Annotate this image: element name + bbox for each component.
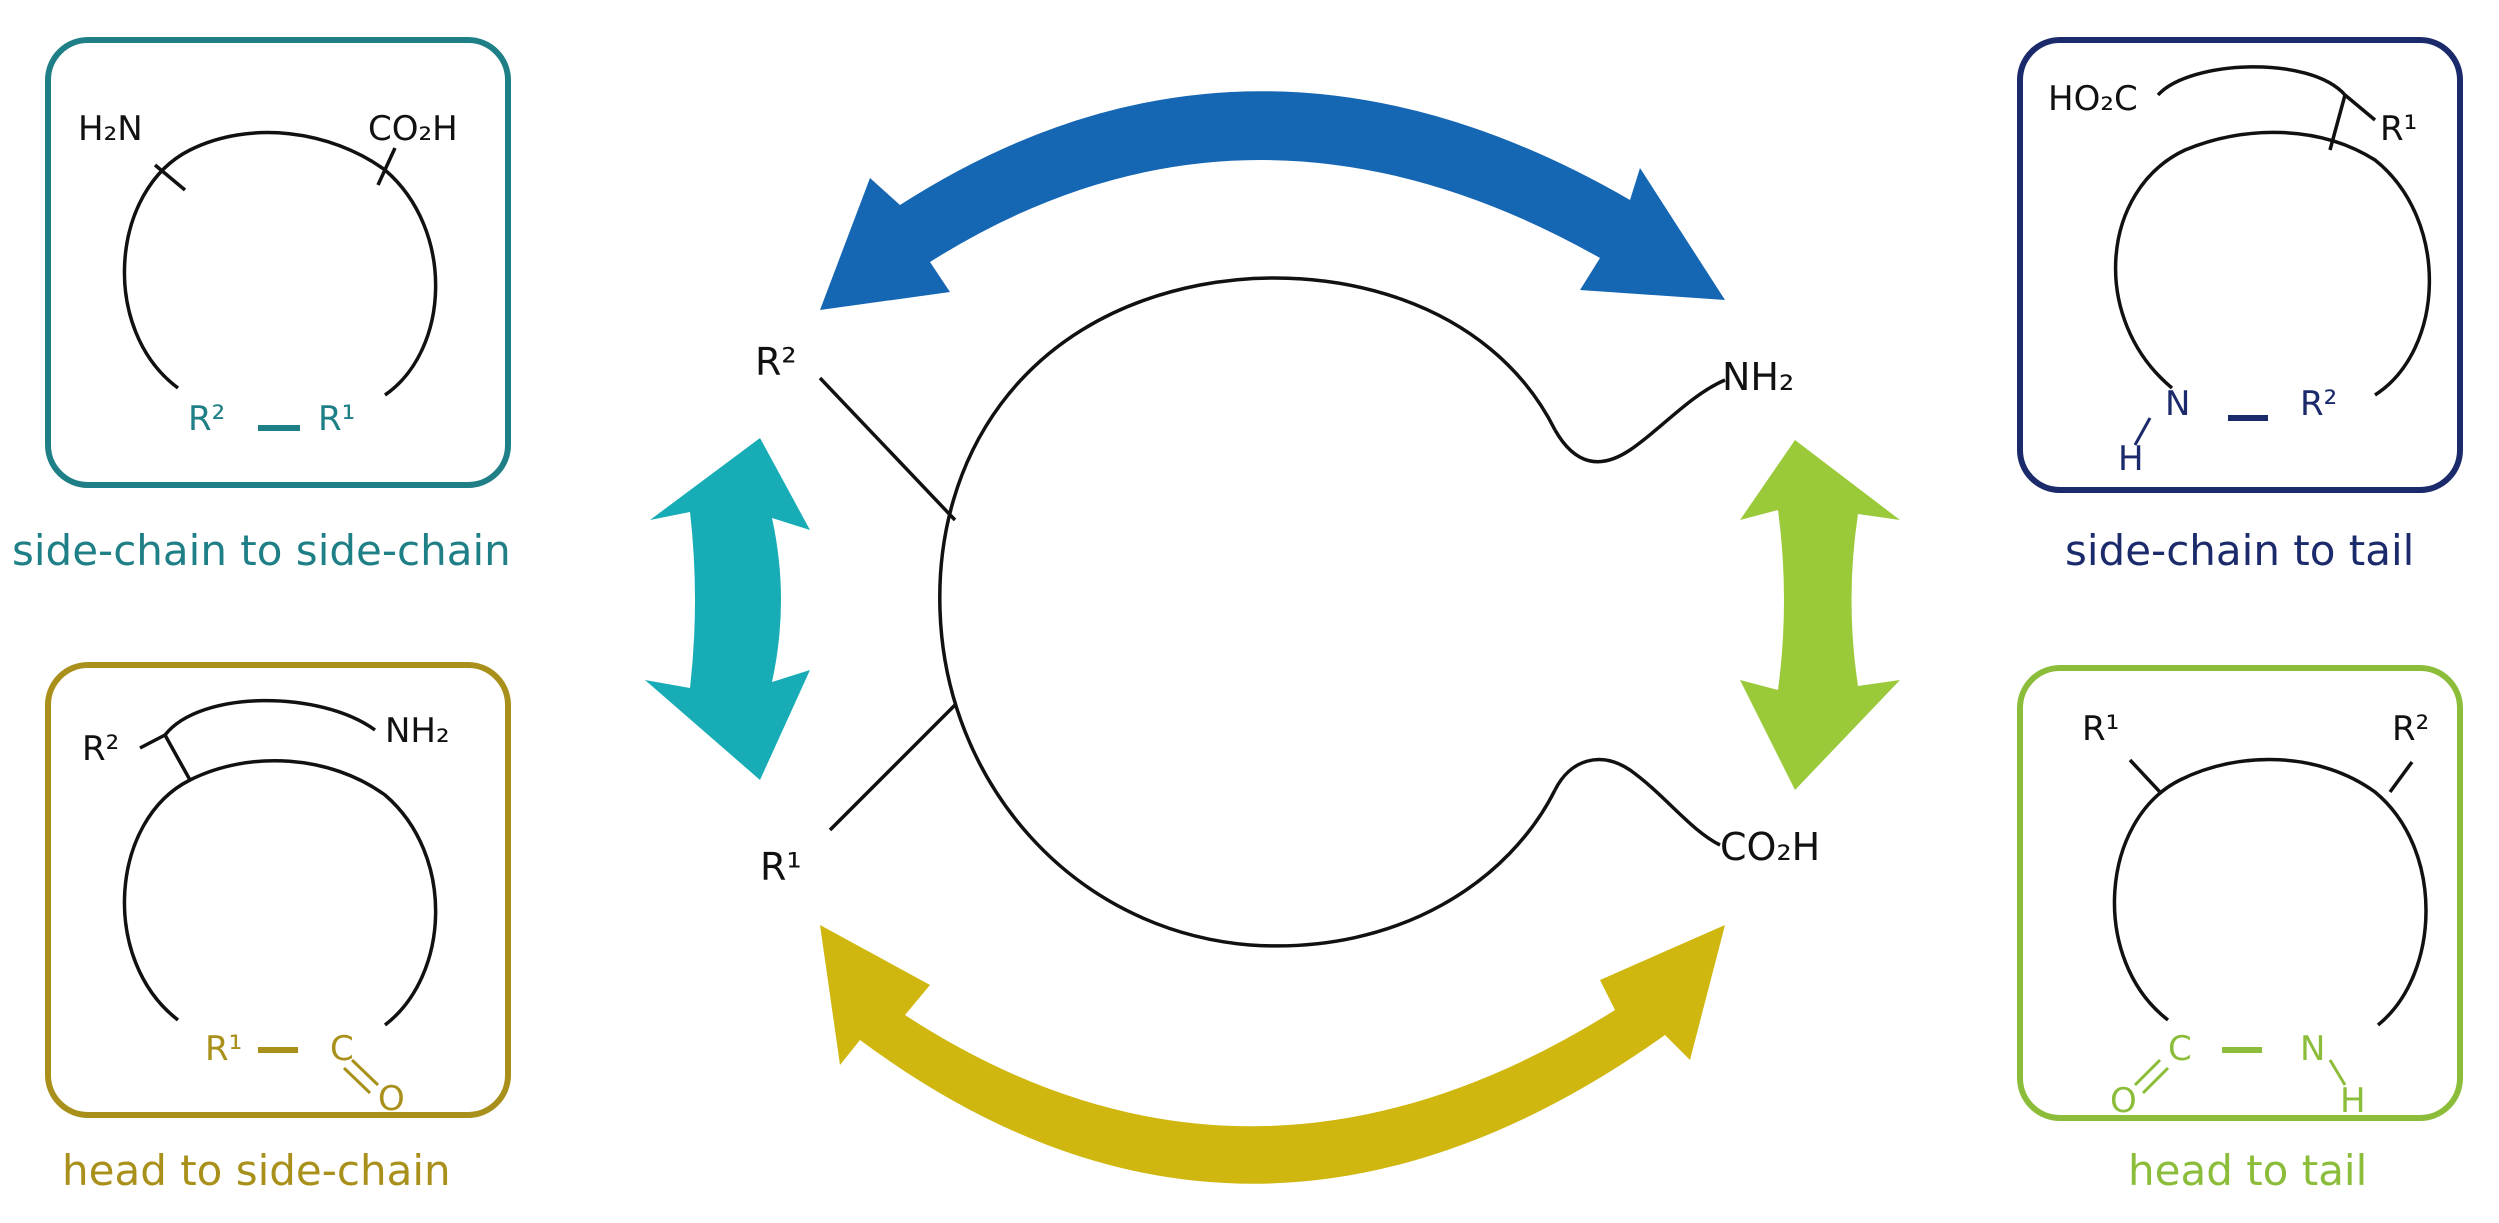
panel-side-chain-to-side-chain: H₂N CO₂H R² R¹ side-chain to side-chain: [12, 37, 511, 575]
side-chain-to-tail-arrow: [820, 91, 1725, 310]
panel-side-chain-to-tail: HO₂C R¹ N H R² side-chain to tail: [2017, 37, 2463, 575]
panel-frame: [45, 662, 511, 1118]
panel-frame: [45, 37, 511, 488]
n-label: N: [2300, 1029, 2325, 1069]
r1-bond: [2343, 93, 2377, 122]
ring-arc: [2112, 757, 2428, 1027]
ring-arc: [938, 276, 1557, 948]
co2h-bond: [376, 147, 397, 186]
center-nh2-label: NH₂: [1722, 355, 1794, 399]
co2h-label: CO₂H: [368, 109, 458, 149]
panel-caption: side-chain to side-chain: [12, 526, 511, 575]
r2-branch-bond: [163, 734, 192, 781]
r1-label: R¹: [2380, 109, 2417, 149]
r1-label: R¹: [205, 1029, 242, 1069]
nh2-tail-bond: [1553, 378, 1726, 464]
o-label: O: [2110, 1081, 2137, 1121]
r2-bond: [2388, 760, 2414, 794]
side-chain-loop: [163, 698, 377, 737]
panel-caption: head to tail: [2128, 1146, 2367, 1195]
panel-head-to-tail: R¹ R² C O N H head to tail: [2017, 665, 2463, 1195]
r2-label: R²: [2300, 384, 2337, 424]
r1-label: R¹: [2082, 709, 2119, 749]
panel-frame: [2017, 37, 2463, 493]
r1-label: R¹: [318, 399, 355, 439]
r2-label: R²: [2392, 709, 2429, 749]
co2h-tail-bond: [1553, 757, 1721, 847]
ho2c-label: HO₂C: [2048, 79, 2138, 119]
ring-arc: [2113, 130, 2432, 397]
c-o-double-bond-2: [342, 1066, 372, 1095]
r1-bond: [828, 703, 957, 832]
panel-caption: side-chain to tail: [2065, 526, 2414, 575]
nh2-label: NH₂: [385, 711, 450, 751]
panel-caption: head to side-chain: [62, 1146, 451, 1195]
head-to-tail-arrow: [1740, 440, 1900, 790]
n-h-bond: [2328, 1059, 2347, 1086]
h-label: H: [2340, 1081, 2366, 1121]
r2-label: R²: [82, 729, 119, 769]
h2n-label: H₂N: [78, 109, 143, 149]
panel-frame: [2017, 665, 2463, 1121]
h2n-bond: [153, 163, 187, 192]
central-peptide-structure: [818, 276, 1726, 948]
c-o-double-bond-1: [2133, 1058, 2162, 1087]
center-r1-label: R¹: [760, 845, 802, 889]
head-to-side-chain-arrow: [820, 925, 1725, 1184]
side-chain-to-side-chain-arrow: [645, 438, 810, 780]
panel-head-to-side-chain: R² NH₂ R¹ C O head to side-chain: [45, 662, 511, 1195]
center-r2-label: R²: [755, 340, 797, 384]
c-o-double-bond-1: [350, 1058, 380, 1087]
n-h-bond: [2133, 417, 2152, 446]
side-chain-loop: [2156, 65, 2347, 97]
c-o-double-bond-2: [2141, 1066, 2170, 1095]
r1-bond: [2128, 758, 2162, 794]
h-label: H: [2118, 439, 2144, 479]
r2-bond: [139, 733, 166, 750]
c-label: C: [330, 1029, 354, 1069]
r2-bond: [818, 376, 957, 522]
o-label: O: [378, 1079, 405, 1119]
ring-arc: [122, 130, 438, 397]
r2-label: R²: [188, 399, 225, 439]
ring-arc: [122, 759, 438, 1027]
n-label: N: [2165, 384, 2190, 424]
r1-branch-bond: [2328, 94, 2347, 151]
center-co2h-label: CO₂H: [1720, 825, 1820, 869]
c-label: C: [2168, 1029, 2192, 1069]
